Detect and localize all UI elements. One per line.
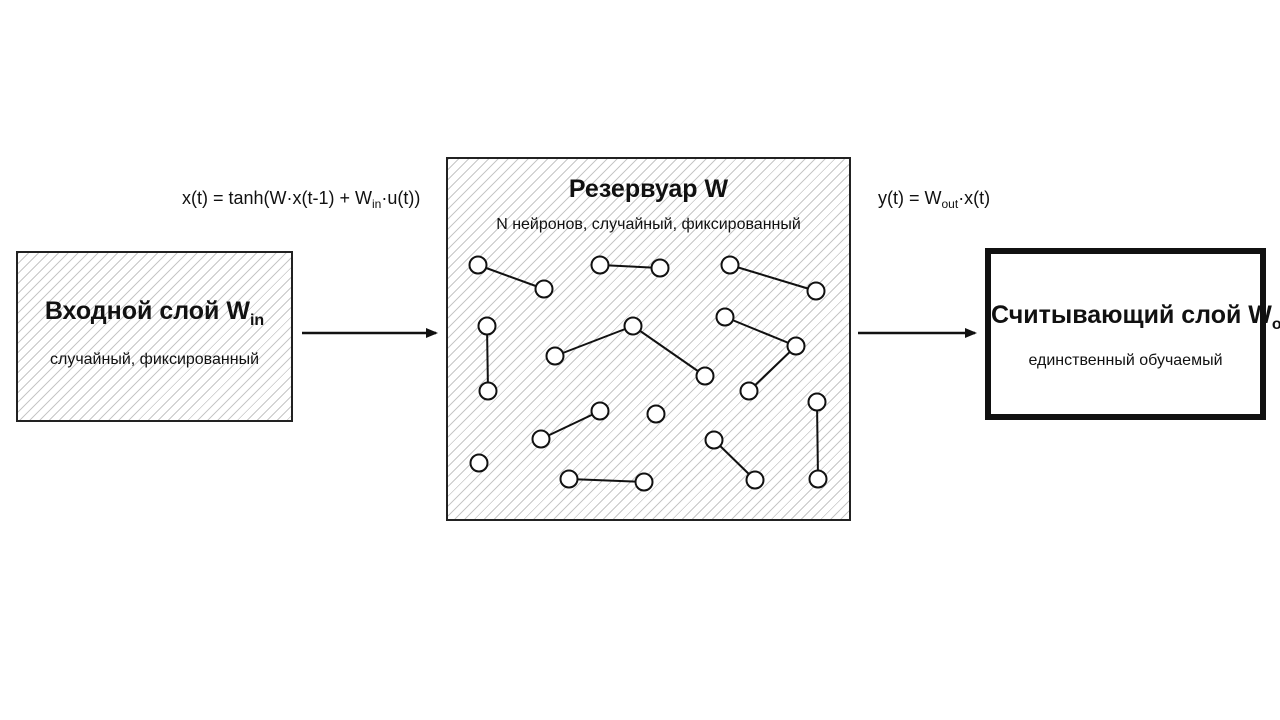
reservoir-box: Резервуар W N нейронов, случайный, фикси… <box>446 157 851 521</box>
neuron-connection <box>713 439 756 481</box>
neuron-node <box>808 469 828 489</box>
neuron-node <box>623 316 643 336</box>
readout-layer-title: Считывающий слой Wout <box>991 301 1280 333</box>
neuron-node <box>534 279 554 299</box>
neuron-connection <box>540 410 601 440</box>
input-layer-box: Входной слой Win случайный, фиксированны… <box>16 251 293 422</box>
state-update-formula: x(t) = tanh(W·x(t-1) + Win·u(t)) <box>182 188 421 211</box>
neuron-node <box>590 255 610 275</box>
neuron-node <box>704 430 724 450</box>
neuron-connection <box>568 478 645 483</box>
neuron-connection <box>816 401 819 480</box>
neuron-node <box>807 392 827 412</box>
neuron-node <box>477 316 497 336</box>
neuron-connection <box>486 325 489 392</box>
neuron-node <box>695 366 715 386</box>
neuron-node <box>650 258 670 278</box>
input-layer-subtitle: случайный, фиксированный <box>49 351 259 368</box>
neuron-node <box>715 307 735 327</box>
neuron-connection <box>632 325 706 377</box>
neuron-node <box>720 255 740 275</box>
readout-layer-subtitle: единственный обучаемый <box>1028 352 1223 369</box>
readout-layer-box: Считывающий слой Wout единственный обуча… <box>985 248 1280 420</box>
neuron-connection <box>554 325 634 357</box>
neuron-connection <box>748 345 797 392</box>
output-formula: y(t) = Wout·x(t) <box>878 188 991 211</box>
reservoir-neurons <box>468 255 828 492</box>
neuron-node <box>478 381 498 401</box>
neuron-node <box>806 281 826 301</box>
reservoir-subtitle: N нейронов, случайный, фиксированный <box>496 216 801 233</box>
neuron-connection <box>477 264 545 290</box>
neuron-node <box>468 255 488 275</box>
neuron-connections <box>477 264 819 483</box>
reservoir-title: Резервуар W <box>568 175 729 203</box>
neuron-node <box>745 470 765 490</box>
input-layer-title: Входной слой Win <box>44 297 265 329</box>
neuron-node <box>786 336 806 356</box>
neuron-node <box>634 472 654 492</box>
neuron-connection <box>729 264 817 292</box>
neuron-node <box>559 469 579 489</box>
neuron-node <box>531 429 551 449</box>
neuron-connection <box>599 264 661 269</box>
neuron-node <box>590 401 610 421</box>
neuron-node <box>545 346 565 366</box>
neuron-node <box>646 404 666 424</box>
neuron-node <box>469 453 489 473</box>
neuron-connection <box>724 316 797 347</box>
neuron-node <box>739 381 759 401</box>
